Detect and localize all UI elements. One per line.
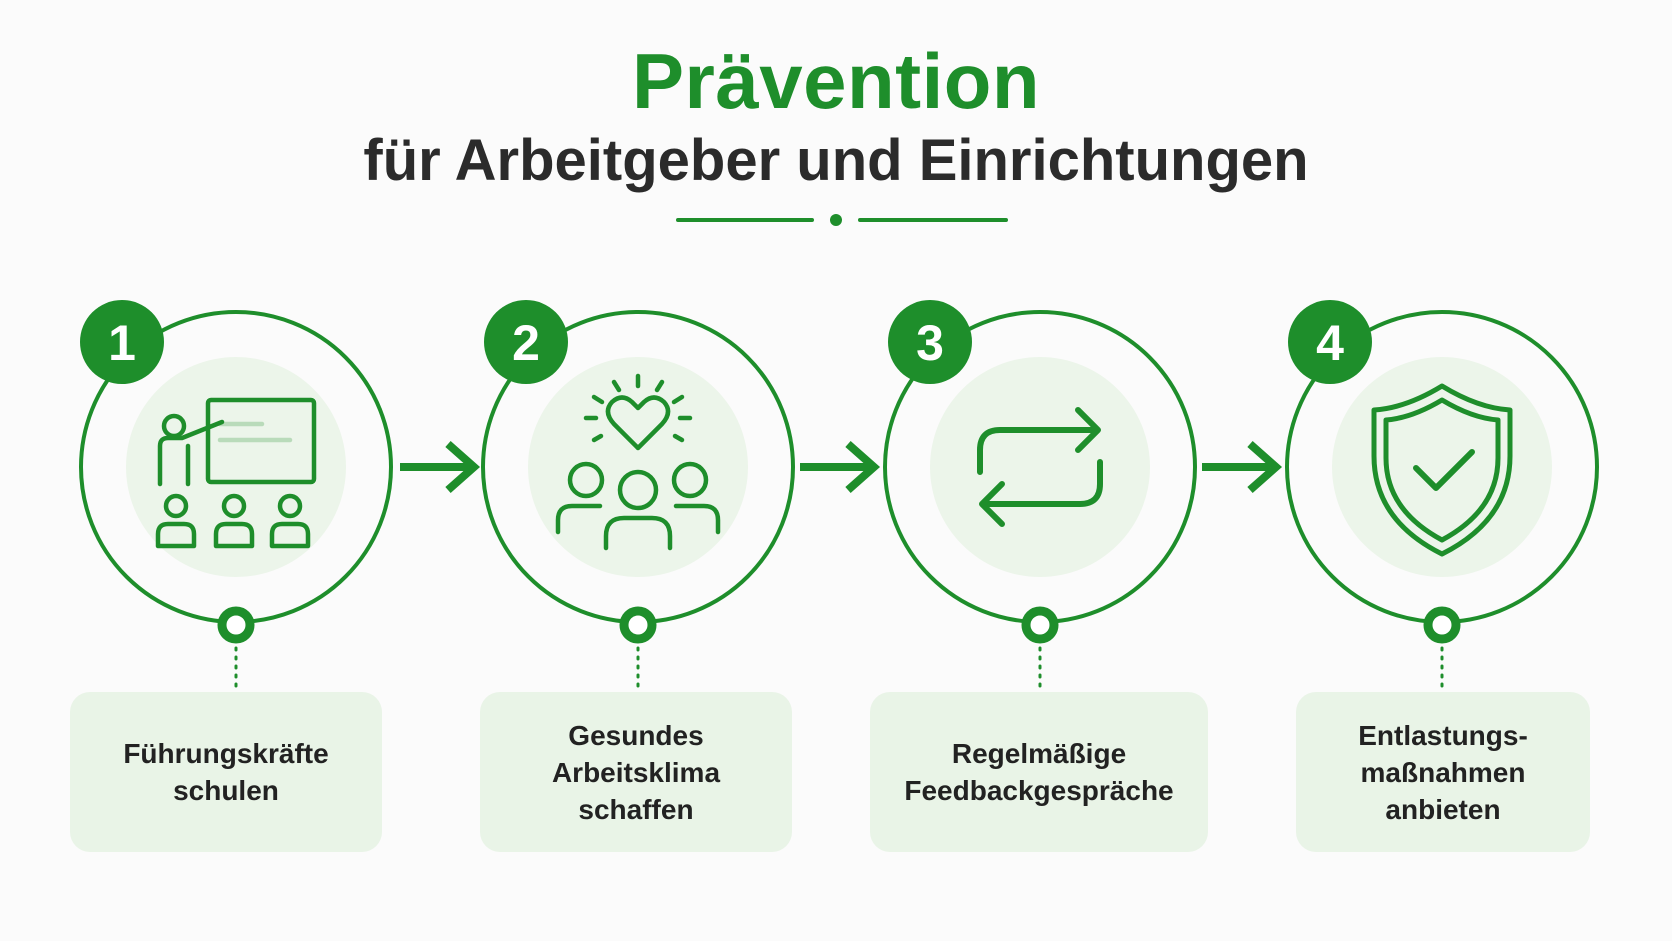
title-divider <box>676 214 1008 226</box>
flow-arrow-2 <box>800 441 881 493</box>
page-subtitle: für Arbeitgeber und Einrichtungen <box>363 128 1309 193</box>
step-3-label: Regelmäßige Feedbackgespräche <box>904 738 1174 806</box>
step-number-badge <box>80 300 164 384</box>
step-number: 4 <box>1316 315 1344 371</box>
step-number-badge <box>888 300 972 384</box>
connector-node <box>1423 606 1461 644</box>
step-3-label-box: Regelmäßige Feedbackgespräche <box>870 692 1208 852</box>
step-number: 2 <box>512 315 540 371</box>
step-2-label-box: Gesundes Arbeitsklima schaffen <box>480 692 792 852</box>
step-4: 4 <box>1285 300 1599 692</box>
team-heart-icon <box>555 373 721 551</box>
shield-check-icon <box>1371 383 1513 557</box>
step-number-badge <box>1288 300 1372 384</box>
step-number: 1 <box>108 315 136 371</box>
step-1-label-box: Führungskräfte schulen <box>70 692 382 852</box>
flow-arrow-3 <box>1202 441 1283 493</box>
step-1-label: Führungskräfte schulen <box>123 738 329 806</box>
step-4-label-box: Entlastungs- maßnahmen anbieten <box>1296 692 1590 852</box>
step-4-label: Entlastungs- maßnahmen anbieten <box>1358 719 1528 825</box>
icon-background <box>1332 357 1552 577</box>
icon-background <box>528 357 748 577</box>
connector-node <box>1021 606 1059 644</box>
step-number: 3 <box>916 315 944 371</box>
page-title: Prävention <box>631 37 1041 125</box>
connector-node <box>217 606 255 644</box>
repeat-arrows-icon <box>977 407 1103 527</box>
step-3: 3 <box>883 300 1197 692</box>
step-number-badge <box>484 300 568 384</box>
step-2: 2 <box>481 300 795 692</box>
teacher-presentation-icon <box>155 397 317 549</box>
flow-arrow-1 <box>400 441 481 493</box>
step-2-label: Gesundes Arbeitsklima schaffen <box>551 719 721 825</box>
connector-node <box>619 606 657 644</box>
step-1: 1 <box>79 300 393 692</box>
icon-background <box>930 357 1150 577</box>
